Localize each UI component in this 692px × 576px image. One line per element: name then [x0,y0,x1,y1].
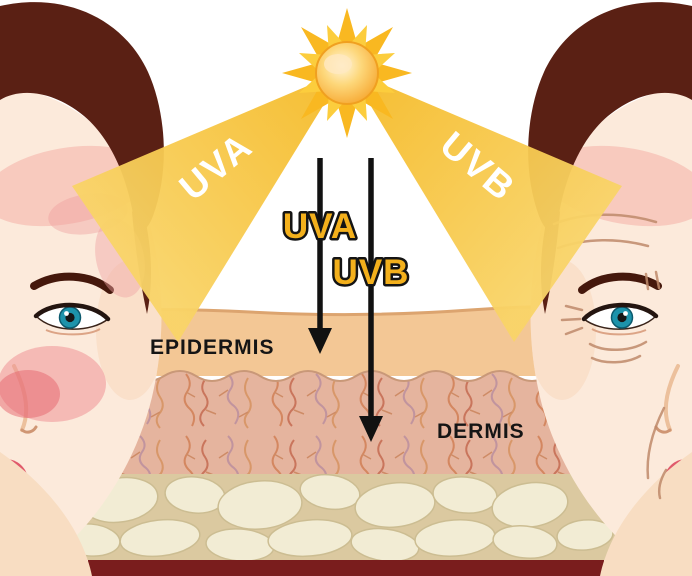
uvb-arrow [359,158,383,442]
uva-arrow [308,158,332,354]
uvb-beam [349,70,622,342]
dermis-vessels [36,371,656,474]
uvb-penetration-label: UVB [333,253,410,292]
sun-icon [282,8,412,138]
epidermis-layer [36,306,656,376]
dermis-label: DERMIS [437,420,525,443]
epidermis-label: EPIDERMIS [150,336,275,359]
bottom-bar [88,560,604,576]
skin-cross-section [35,305,657,576]
sun-core-highlight [324,54,352,74]
uva-beam [72,70,345,342]
uva-penetration-label: UVA [283,207,357,246]
sun-core [315,41,379,105]
uvb-arrowhead [359,416,383,442]
uva-arrowhead [308,328,332,354]
